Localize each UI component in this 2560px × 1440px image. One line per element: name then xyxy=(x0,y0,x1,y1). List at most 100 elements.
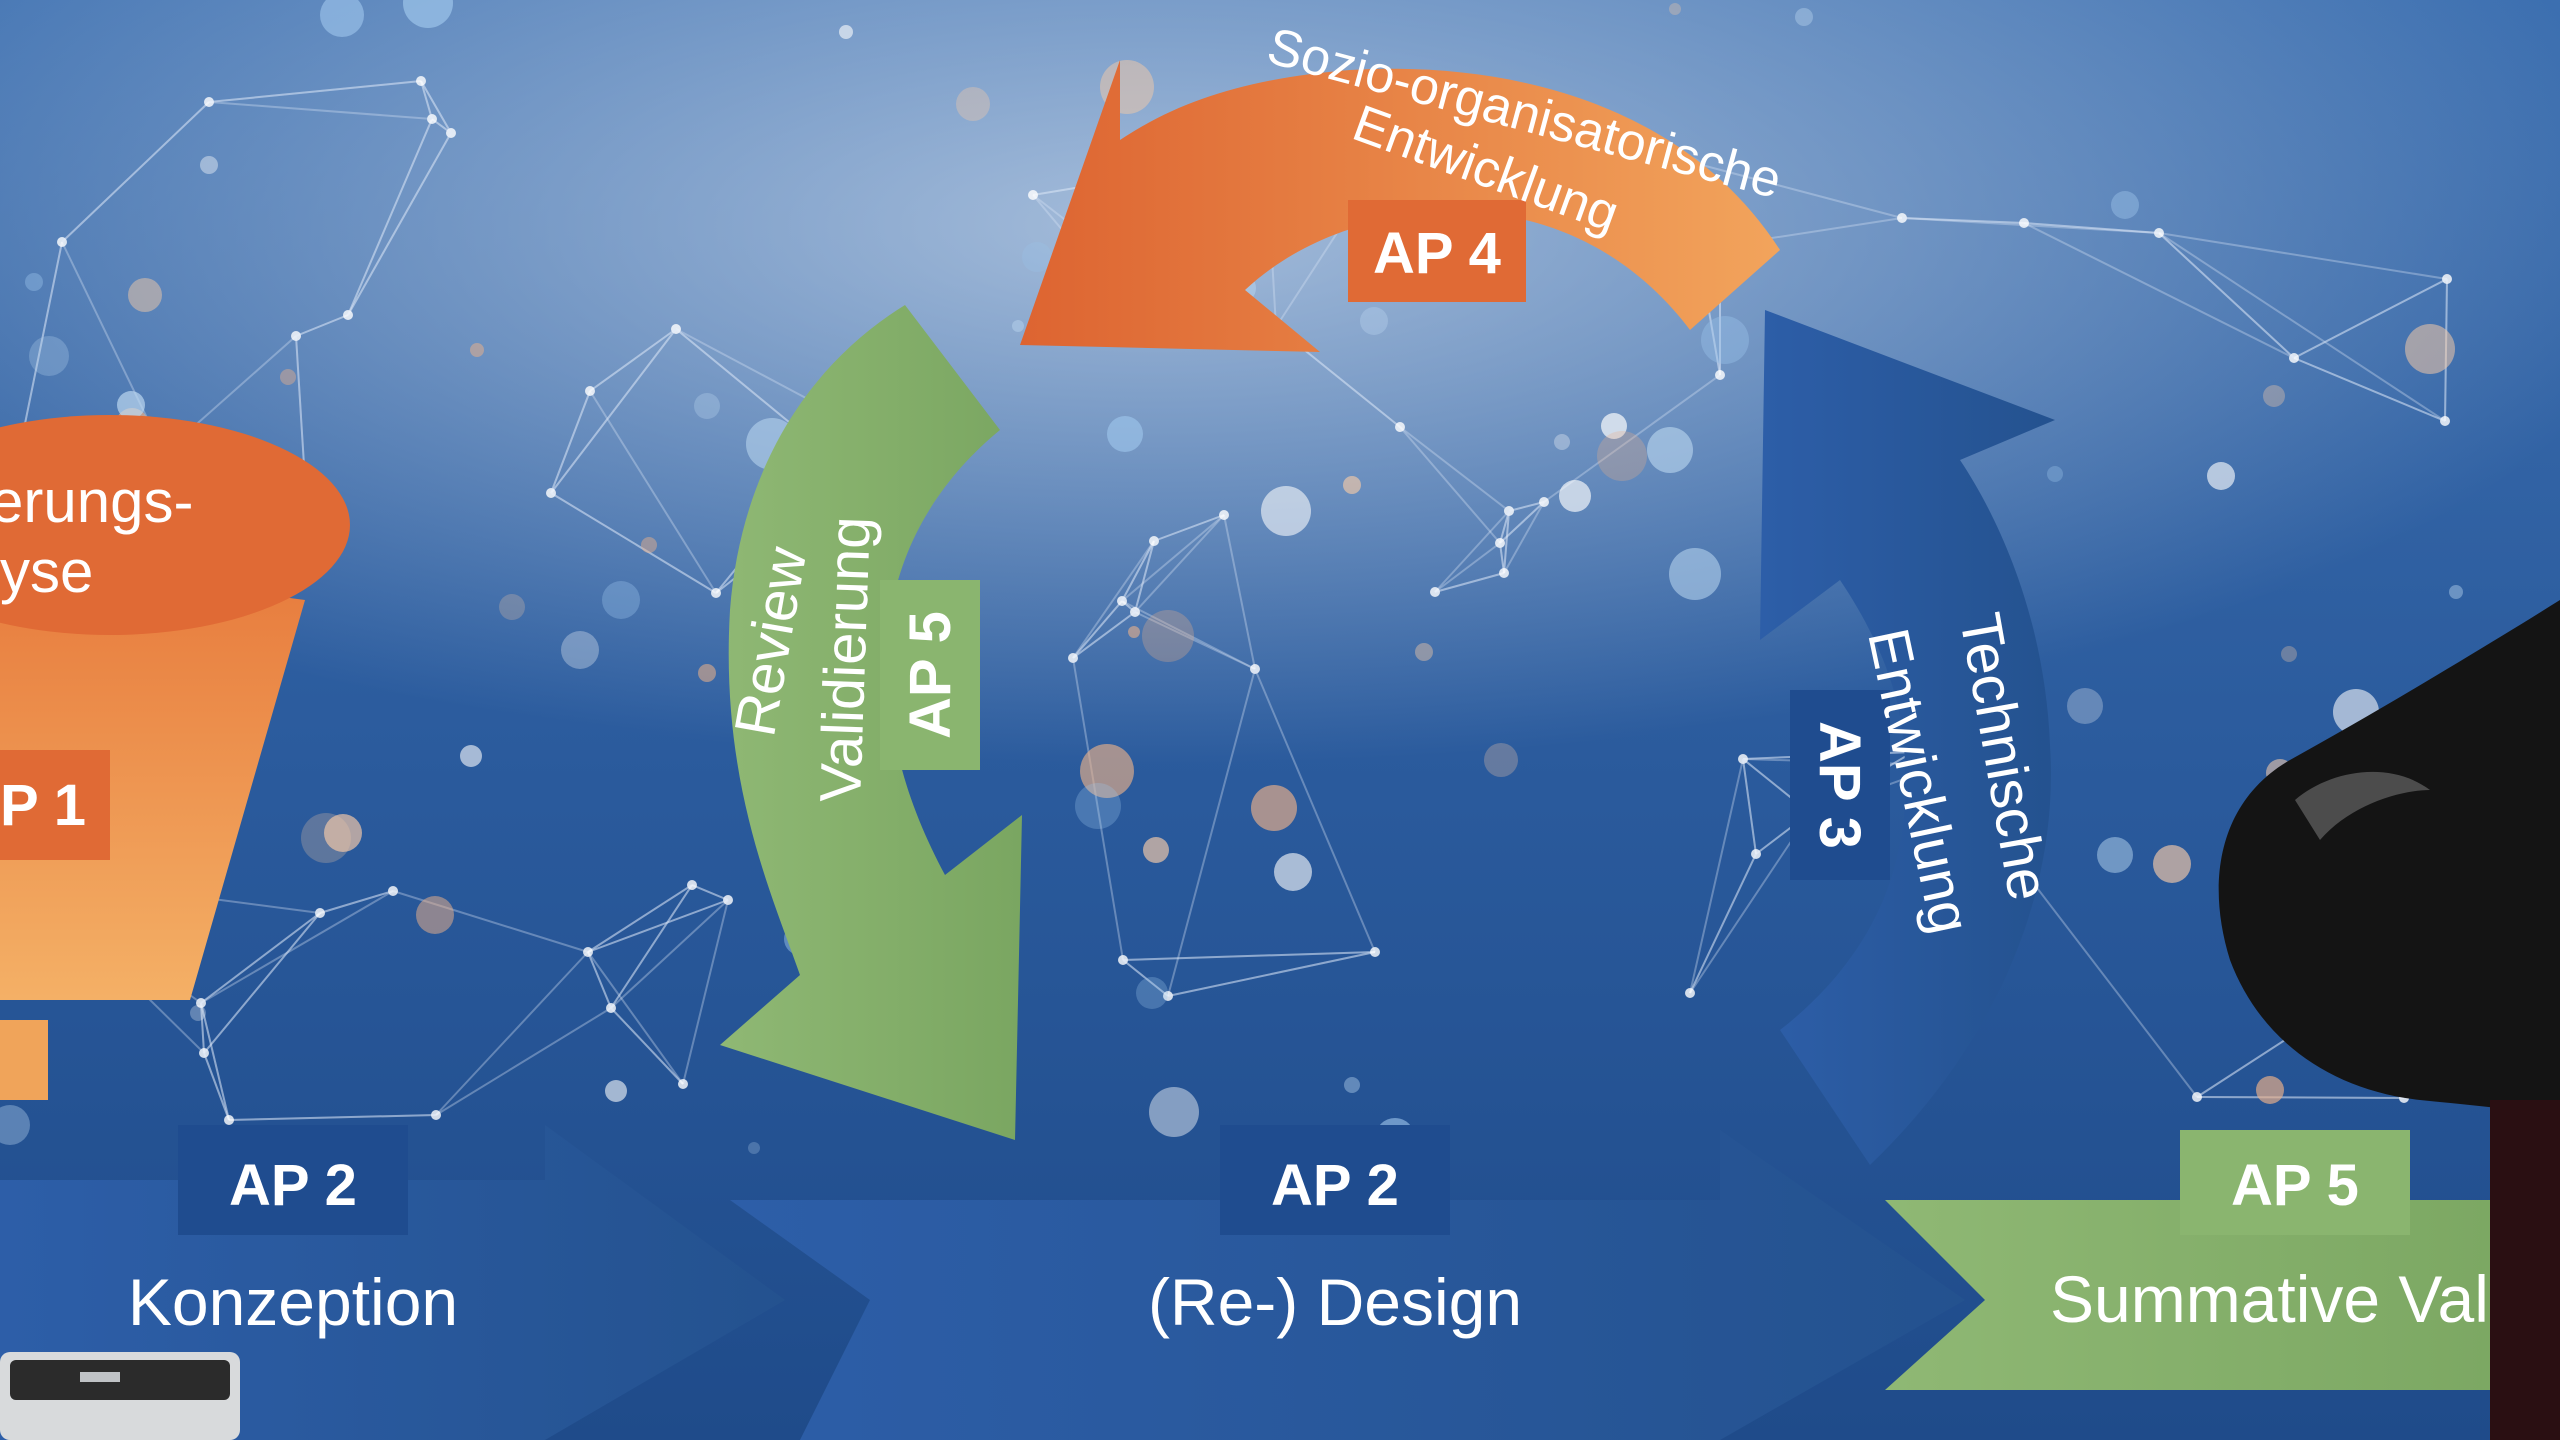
bokeh-dot xyxy=(1701,316,1749,364)
network-line xyxy=(1072,540,1155,659)
network-line xyxy=(1254,668,1376,953)
bokeh-dot xyxy=(1559,480,1591,512)
network-line xyxy=(2158,232,2295,359)
network-node xyxy=(1738,754,1748,764)
network-line xyxy=(1134,514,1225,613)
network-line xyxy=(420,80,433,120)
headset-shell xyxy=(2218,600,2560,1115)
cycle-right-badge: AP 3 xyxy=(1807,721,1872,849)
network-line xyxy=(435,1007,612,1116)
bokeh-dot xyxy=(128,278,162,312)
network-node xyxy=(1499,568,1509,578)
network-line xyxy=(1508,501,1545,512)
bokeh-dot xyxy=(460,745,482,767)
network-line xyxy=(61,101,210,243)
network-line xyxy=(1122,959,1169,997)
network-node xyxy=(606,1003,616,1013)
network-line xyxy=(208,101,433,120)
funnel-top xyxy=(0,415,350,635)
network-line xyxy=(347,132,452,316)
network-line xyxy=(1434,542,1501,593)
bokeh-dot xyxy=(2047,466,2063,482)
bokeh-dot xyxy=(748,1142,760,1154)
network-line xyxy=(1122,959,1169,997)
network-node xyxy=(1163,991,1173,1001)
network-line xyxy=(200,1002,230,1121)
bokeh-dot xyxy=(602,581,640,619)
network-node xyxy=(291,331,301,341)
step-summative: AP 5 Summative Validi xyxy=(1885,1130,2560,1390)
network-node xyxy=(2192,1092,2202,1102)
bokeh-dot xyxy=(2281,646,2297,662)
network-line xyxy=(1508,501,1545,512)
step-badge-3: AP 5 xyxy=(2231,1153,2359,1218)
bokeh-dot xyxy=(2097,837,2133,873)
network-line xyxy=(587,951,684,1085)
network-line xyxy=(420,80,452,134)
cycle-left-badge-box xyxy=(880,580,980,770)
network-line xyxy=(1167,951,1376,997)
network-node xyxy=(57,237,67,247)
network-line xyxy=(1072,657,1124,961)
network-line xyxy=(589,390,717,594)
network-line xyxy=(1121,514,1225,602)
bokeh-dot xyxy=(1136,977,1168,1009)
network-line xyxy=(2158,232,2448,280)
network-line xyxy=(1167,668,1256,997)
step-arrow-redesign xyxy=(730,1130,1965,1440)
network-line xyxy=(208,80,422,103)
network-line xyxy=(1072,600,1123,659)
bokeh-dot xyxy=(1795,8,1813,26)
network-node xyxy=(1219,510,1229,520)
bokeh-dot xyxy=(1149,1087,1199,1137)
network-line xyxy=(2158,232,2295,359)
device-slot xyxy=(80,1372,120,1382)
network-node xyxy=(427,114,437,124)
network-line xyxy=(1499,510,1510,544)
network-line xyxy=(1503,510,1510,574)
network-line xyxy=(610,884,693,1009)
network-node xyxy=(1250,664,1260,674)
network-node xyxy=(416,76,426,86)
network-line xyxy=(200,912,321,1004)
network-node xyxy=(1370,947,1380,957)
network-node xyxy=(388,886,398,896)
network-node xyxy=(196,998,206,1008)
funnel-analysis: erungs- yse P 1 xyxy=(0,415,350,1100)
network-node xyxy=(315,908,325,918)
bokeh-dot xyxy=(2256,1076,2284,1104)
network-line xyxy=(2196,1096,2405,1099)
network-line xyxy=(1689,853,1757,994)
network-node xyxy=(583,947,593,957)
bokeh-dot xyxy=(0,1105,30,1145)
network-line xyxy=(691,884,729,901)
network-line xyxy=(587,951,612,1009)
step-badge-box-3 xyxy=(2180,1130,2410,1235)
network-line xyxy=(61,101,210,243)
network-line xyxy=(203,1052,230,1121)
bokeh-dot xyxy=(956,87,990,121)
bokeh-dot xyxy=(280,369,296,385)
bokeh-dot xyxy=(1128,626,1140,638)
network-node xyxy=(585,386,595,396)
network-line xyxy=(1689,853,1757,994)
cycle-left-arrow xyxy=(720,305,1022,1140)
network-line xyxy=(2196,1096,2405,1099)
bokeh-dot xyxy=(1143,837,1169,863)
cycle-top-badge-box xyxy=(1348,200,1526,302)
device-image xyxy=(0,1352,240,1440)
network-line xyxy=(17,241,63,459)
network-line xyxy=(1134,540,1155,613)
network-line xyxy=(1223,514,1256,670)
network-line xyxy=(589,328,677,392)
bokeh-dot xyxy=(1415,643,1433,661)
bokeh-dot xyxy=(470,343,484,357)
bokeh-dot xyxy=(561,631,599,669)
network-line xyxy=(295,314,349,337)
bokeh-dot xyxy=(1647,427,1693,473)
network-line xyxy=(1434,510,1510,593)
network-line xyxy=(1072,600,1123,659)
bokeh-dot xyxy=(1601,413,1627,439)
network-line xyxy=(347,132,452,316)
network-line xyxy=(550,492,717,594)
